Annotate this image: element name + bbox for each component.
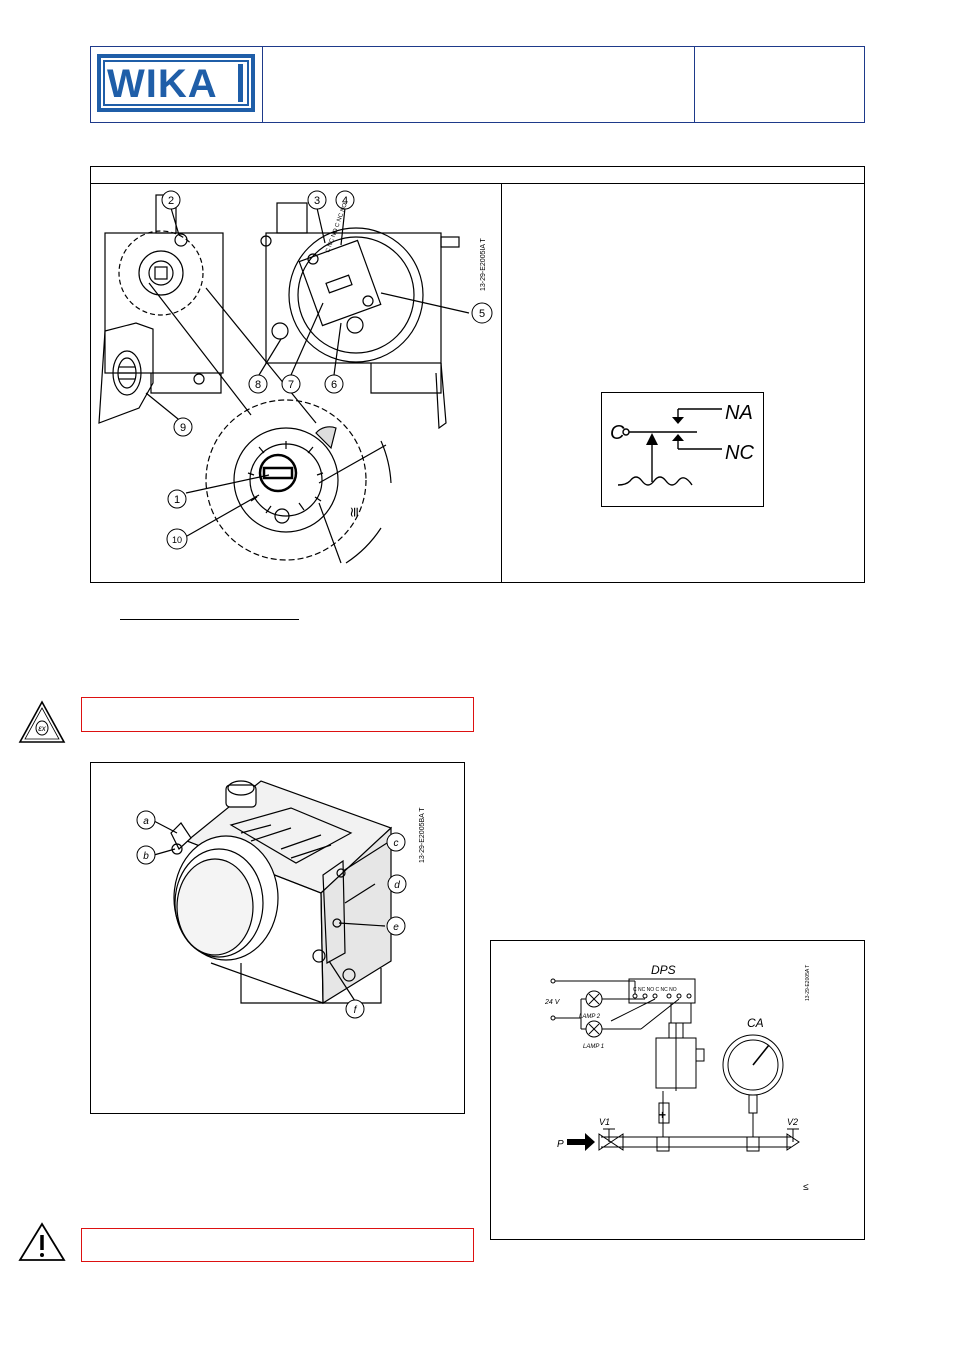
figure3-doc-code: 13-29-E2005A T	[805, 965, 811, 1001]
label-le: ≤	[803, 1182, 809, 1193]
label-p: P	[557, 1139, 564, 1150]
header-frame: WIKA	[90, 46, 865, 123]
symbol-c: C	[610, 422, 625, 444]
label-dps: DPS	[651, 963, 676, 977]
ex-atex-icon: εx	[18, 700, 66, 743]
label-v2: V2	[787, 1117, 798, 1127]
figure1-header-line	[91, 183, 864, 184]
callout-f: f	[354, 1005, 358, 1016]
header-divider-2	[694, 47, 695, 122]
atex-warning-box	[81, 697, 474, 732]
terminal-label: C NC NO C NC NO	[325, 202, 349, 254]
callout-1: 1	[174, 494, 180, 506]
callout-3: 3	[314, 195, 320, 207]
callout-10: 10	[172, 535, 182, 545]
approx-symbol: ≅	[346, 506, 362, 518]
contact-symbol-box: C NA NC	[601, 392, 764, 507]
callout-2: 2	[168, 195, 174, 207]
callout-c: c	[394, 838, 399, 849]
callout-6: 6	[331, 379, 337, 391]
general-warning-box	[81, 1228, 474, 1262]
figure1-divider	[501, 183, 502, 582]
dps-terminal-label: C NC NO C NC NO	[633, 987, 677, 993]
logo-text: WIKA	[107, 62, 218, 106]
callout-5: 5	[479, 308, 485, 320]
figure3-frame	[490, 940, 865, 1240]
label-24v: 24 V	[544, 999, 561, 1006]
label-ca: CA	[747, 1016, 764, 1030]
section-underline	[120, 619, 299, 620]
switch-exploded-drawing: 2 3 4 5 6 7 8 9 10 1 ≅ C NC NO C NC NO 1…	[98, 190, 493, 564]
label-lamp2: LAMP 2	[579, 1014, 601, 1020]
label-lamp1: LAMP 1	[583, 1044, 604, 1050]
callout-d: d	[394, 880, 400, 891]
svg-text:εx: εx	[38, 724, 47, 733]
figure1-frame	[90, 166, 865, 583]
callout-a: a	[143, 816, 149, 827]
figure2-frame	[90, 762, 465, 1114]
callout-e: e	[393, 922, 399, 933]
callout-8: 8	[255, 379, 261, 391]
symbol-nc: NC	[725, 442, 754, 464]
wika-logo: WIKA	[97, 54, 255, 112]
callout-7: 7	[288, 379, 294, 391]
test-circuit-drawing: DPS CA 24 V LAMP 2 LAMP 1 V1 V2 P + ≤ C …	[544, 963, 811, 1193]
label-plus: +	[659, 1108, 666, 1122]
warning-triangle-icon	[18, 1222, 66, 1261]
callout-4: 4	[342, 195, 348, 207]
contact-symbol-drawing: C NA NC	[610, 402, 754, 486]
figure1-doc-code: 13-29-E2005IA T	[480, 237, 487, 291]
housing-adjustment-drawing: a b c d e f 13-29-E2005BA T	[136, 780, 426, 1019]
header-divider-1	[262, 47, 263, 122]
callout-9: 9	[180, 422, 186, 434]
figure2-doc-code: 13-29-E2005BA T	[419, 807, 426, 863]
callout-b: b	[143, 851, 149, 862]
symbol-na: NA	[725, 402, 753, 424]
label-v1: V1	[599, 1117, 610, 1127]
